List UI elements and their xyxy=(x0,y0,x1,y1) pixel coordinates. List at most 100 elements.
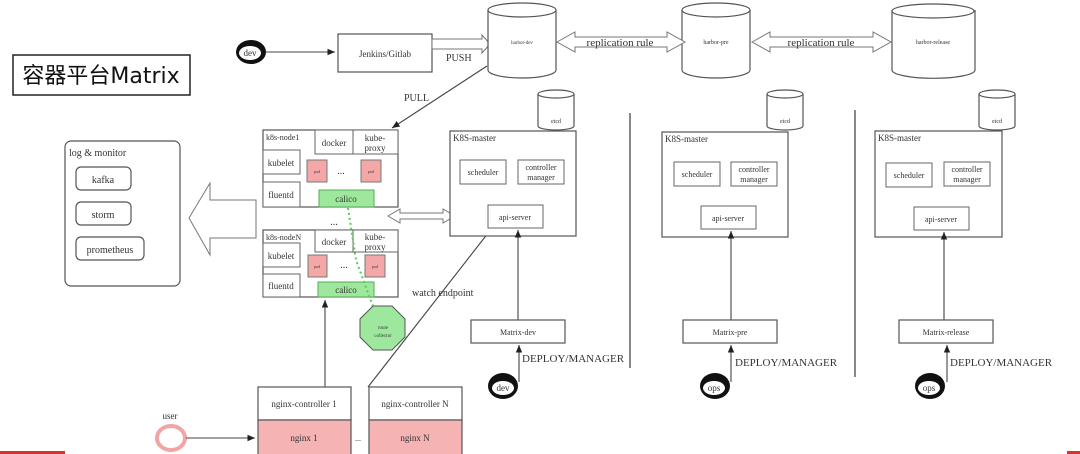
kafka-box xyxy=(75,166,132,191)
cluster-pre: etcd K8S-master scheduler controller man… xyxy=(661,89,838,399)
noden-kubelet: kubelet xyxy=(268,251,295,261)
nginx-controller-n-label: nginx-controller N xyxy=(381,399,449,409)
storm-label: storm xyxy=(92,210,115,221)
pull-arrow xyxy=(391,65,488,129)
scheduler-release: scheduler xyxy=(894,171,925,180)
controller-dev-2: manager xyxy=(527,173,555,182)
controller-pre-2: manager xyxy=(740,175,768,184)
node1-pod-n xyxy=(360,159,382,183)
etcd-release: etcd xyxy=(992,119,1002,125)
storm-box xyxy=(75,201,132,226)
master-dev-title: K8S-master xyxy=(453,133,496,143)
harbor-release-cylinder: harbor-release xyxy=(891,3,976,79)
noden-calico xyxy=(317,281,375,298)
kafka-label: kafka xyxy=(92,175,115,186)
push-label: PUSH xyxy=(446,53,472,64)
dev-actor-bottom: dev xyxy=(497,383,510,393)
ingress: user nginx-controller 1 nginx 1 ... ngin… xyxy=(155,386,463,454)
scheduler-dev: scheduler xyxy=(468,168,499,177)
jenkins-gitlab-box: Jenkins/Gitlab xyxy=(337,33,433,73)
user-label: user xyxy=(163,411,178,421)
deploy-manager-pre: DEPLOY/MANAGER xyxy=(735,357,838,369)
svg-text:route: route xyxy=(378,326,389,331)
node1-fluentd: fluentd xyxy=(268,190,294,200)
ops-actor-pre: ops xyxy=(708,383,721,393)
watch-endpoint-line xyxy=(367,227,493,388)
logs-flow-arrow xyxy=(188,181,257,257)
harbor-pre-cylinder: harbor-pre xyxy=(681,2,751,79)
replication-label-2: replication rule xyxy=(788,37,855,49)
node1-docker: docker xyxy=(322,138,347,148)
scheduler-pre: scheduler xyxy=(682,170,713,179)
node1-kube-proxy-2: proxy xyxy=(365,143,386,153)
nginx-1-label: nginx 1 xyxy=(290,433,317,443)
controller-release-2: manager xyxy=(953,175,981,184)
harbor-dev-label: harbor-dev xyxy=(511,41,533,46)
noden-calico-label: calico xyxy=(335,285,357,295)
harbor-dev-cylinder: harbor-dev xyxy=(487,2,557,79)
dev-actor-icon: dev xyxy=(236,40,266,64)
matrix-release-label: Matrix-release xyxy=(923,328,970,337)
title-box: 容器平台Matrix xyxy=(12,54,191,96)
route-collector-octagon: route collector xyxy=(359,305,406,351)
etcd-dev: etcd xyxy=(551,119,561,125)
log-monitor-panel: log & monitor kafka storm prometheus xyxy=(64,140,181,287)
master-release-title: K8S-master xyxy=(878,133,921,143)
deploy-manager-dev: DEPLOY/MANAGER xyxy=(522,353,625,365)
ops-actor-release: ops xyxy=(923,383,936,393)
api-server-release: api-server xyxy=(925,215,957,224)
etcd-pre: etcd xyxy=(780,119,790,125)
nginx-n xyxy=(368,419,463,454)
nginx-controller-1 xyxy=(257,386,352,421)
api-server-pre: api-server xyxy=(712,214,744,223)
controller-release: controller xyxy=(951,165,982,174)
matrix-pre-box[interactable] xyxy=(682,319,778,344)
prometheus-box xyxy=(75,236,145,261)
api-server-dev: api-server xyxy=(499,213,531,222)
video-progress-end xyxy=(1067,451,1080,454)
nodes-ellipsis: ... xyxy=(330,217,338,228)
deploy-manager-release: DEPLOY/MANAGER xyxy=(950,357,1053,369)
pull-label: PULL xyxy=(404,93,429,104)
k8s-node-n: k8s-nodeN docker kube- proxy kubelet flu… xyxy=(262,229,399,298)
push-arrow xyxy=(431,33,491,55)
matrix-dev-label: Matrix-dev xyxy=(500,328,536,337)
master-pre-title: K8S-master xyxy=(665,134,708,144)
noden-title: k8s-nodeN xyxy=(266,233,301,242)
node1-kube-proxy: kube- xyxy=(365,133,386,143)
dev-actor-label: dev xyxy=(244,48,257,58)
replication-label-1: replication rule xyxy=(587,37,654,49)
node1-pod-1 xyxy=(306,159,328,183)
nginx-ellipsis: ... xyxy=(355,434,361,443)
noden-docker: docker xyxy=(322,237,347,247)
watch-endpoint-label: watch endpoint xyxy=(412,288,474,299)
jenkins-label: Jenkins/Gitlab xyxy=(359,49,411,59)
cluster-dev: etcd K8S-master scheduler controller man… xyxy=(449,89,625,399)
svg-text:collector: collector xyxy=(374,334,392,339)
harbor-release-label: harbor-release xyxy=(916,40,951,46)
node1-title: k8s-node1 xyxy=(266,133,299,142)
node1-ellipsis: ... xyxy=(337,166,345,177)
cluster-release: etcd K8S-master scheduler controller man… xyxy=(874,89,1053,399)
node1-calico xyxy=(318,189,375,208)
monitor-title: log & monitor xyxy=(69,148,127,159)
prometheus-label: prometheus xyxy=(87,245,134,256)
noden-pod-n-label: pod xyxy=(372,264,378,269)
noden-pod-1-label: pod xyxy=(314,264,320,269)
node1-kubelet: kubelet xyxy=(268,158,295,168)
noden-fluentd: fluentd xyxy=(268,281,294,291)
matrix-pre-label: Matrix-pre xyxy=(713,328,748,337)
nginx-controller-n xyxy=(368,386,463,421)
noden-kube-proxy: kube- xyxy=(365,232,386,242)
video-progress-bar[interactable] xyxy=(0,451,65,454)
k8s-node-1: k8s-node1 docker kube- proxy kubelet flu… xyxy=(262,129,399,208)
nginx-1 xyxy=(257,419,352,454)
controller-pre: controller xyxy=(738,165,769,174)
user-icon xyxy=(155,424,187,452)
matrix-release-box[interactable] xyxy=(898,319,994,344)
controller-dev: controller xyxy=(525,163,556,172)
node-master-arrow xyxy=(387,208,456,224)
page-title: 容器平台Matrix xyxy=(22,64,179,89)
matrix-dev-box[interactable] xyxy=(470,319,566,344)
node1-pod-1-label: pod xyxy=(314,169,320,174)
